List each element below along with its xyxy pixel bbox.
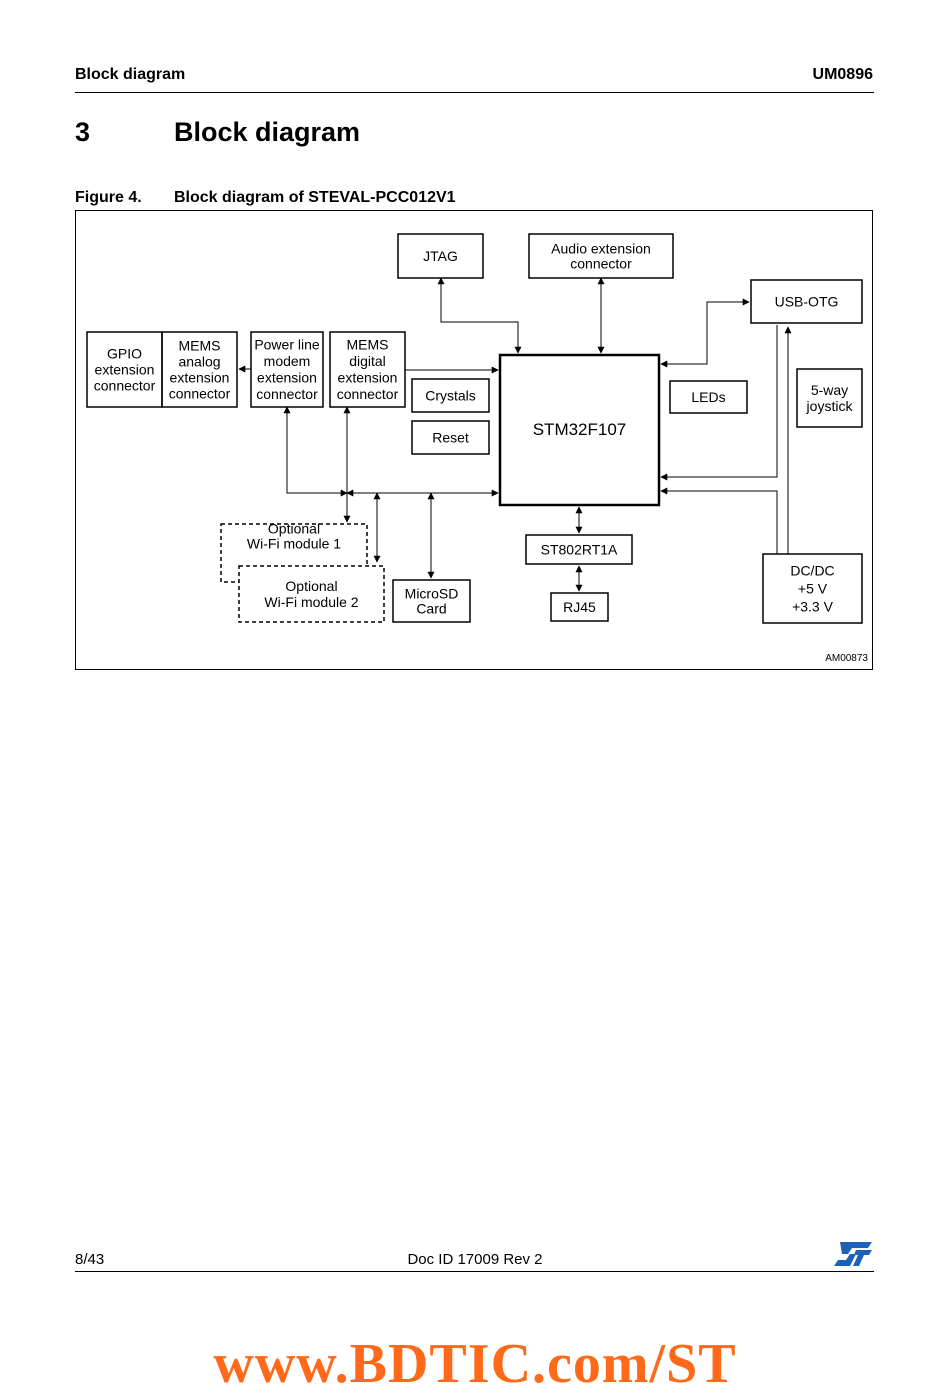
label-plm: Power line [254, 337, 320, 353]
block-mcu [498, 353, 661, 507]
label-reset: Reset [432, 429, 469, 445]
section-title: Block diagram [174, 117, 361, 147]
page-number: 8/43 [75, 1251, 105, 1268]
running-header-title: Block diagram [75, 66, 186, 83]
block-joystick [796, 368, 863, 428]
connector-line [660, 325, 778, 481]
block-leds [669, 380, 748, 414]
section-number: 3 [75, 117, 91, 147]
block-microsd [392, 579, 471, 623]
block-rj45 [550, 592, 609, 622]
label-plm: modem [264, 353, 311, 369]
watermark-url: www.BDTIC.com/ST [213, 1333, 737, 1395]
label-jtag: JTAG [423, 248, 458, 264]
label-mems-analog: analog [178, 353, 220, 369]
connector-line [660, 487, 778, 554]
label-joystick: 5-way [811, 382, 848, 398]
label-dcdc: +3.3 V [792, 598, 834, 614]
label-crystals: Crystals [425, 387, 476, 403]
connector-line [437, 277, 522, 354]
label-mems-analog: MEMS [179, 337, 221, 353]
label-leds: LEDs [691, 389, 725, 405]
label-wifi2: Optional [285, 578, 337, 594]
diagram-boxes [86, 233, 863, 624]
label-dcdc: DC/DC [790, 562, 834, 578]
label-plm: connector [256, 386, 318, 402]
label-wifi2: Wi-Fi module 2 [264, 594, 358, 610]
block-crystals [411, 378, 490, 413]
label-mcu: STM32F107 [533, 420, 627, 439]
figure-id: AM00873 [825, 653, 868, 664]
label-dcdc: +5 V [798, 580, 828, 596]
connector-line [660, 298, 750, 368]
block-st802 [525, 534, 633, 565]
footer-rule [75, 1271, 874, 1272]
label-mems-analog: connector [169, 385, 231, 401]
block-dcdc [762, 553, 863, 624]
label-joystick: joystick [806, 398, 854, 414]
doc-id: Doc ID 17009 Rev 2 [407, 1251, 543, 1268]
label-gpio: connector [94, 377, 156, 393]
label-microsd: MicroSD [405, 585, 459, 601]
label-gpio: GPIO [107, 345, 142, 361]
label-mems-analog: extension [170, 369, 230, 385]
label-audio: Audio extension [551, 240, 651, 256]
diagram-connectors [238, 277, 792, 592]
label-rj45: RJ45 [563, 599, 596, 615]
figure-label: Figure 4. [75, 189, 142, 206]
label-mems-digital: connector [337, 386, 399, 402]
figure-caption: Block diagram of STEVAL-PCC012V1 [174, 189, 456, 206]
block-reset [411, 420, 490, 455]
running-header-doc-id: UM0896 [812, 66, 873, 83]
label-mems-digital: MEMS [347, 337, 389, 353]
st-logo-icon [832, 1240, 874, 1268]
label-plm: extension [257, 370, 317, 386]
block-usb-otg [750, 279, 863, 324]
label-wifi1: Optional [268, 520, 320, 536]
block-mems-analog [161, 331, 238, 408]
label-mems-digital: digital [349, 353, 386, 369]
label-mems-digital: extension [338, 370, 398, 386]
label-gpio: extension [95, 361, 155, 377]
connector-line [283, 406, 348, 497]
label-microsd: Card [416, 600, 446, 616]
label-st802: ST802RT1A [541, 541, 618, 557]
header-rule [75, 92, 874, 93]
label-audio: connector [570, 255, 632, 271]
label-usb-otg: USB-OTG [775, 293, 839, 309]
label-wifi1: Wi-Fi module 1 [247, 535, 341, 551]
block-wifi2 [238, 565, 385, 623]
